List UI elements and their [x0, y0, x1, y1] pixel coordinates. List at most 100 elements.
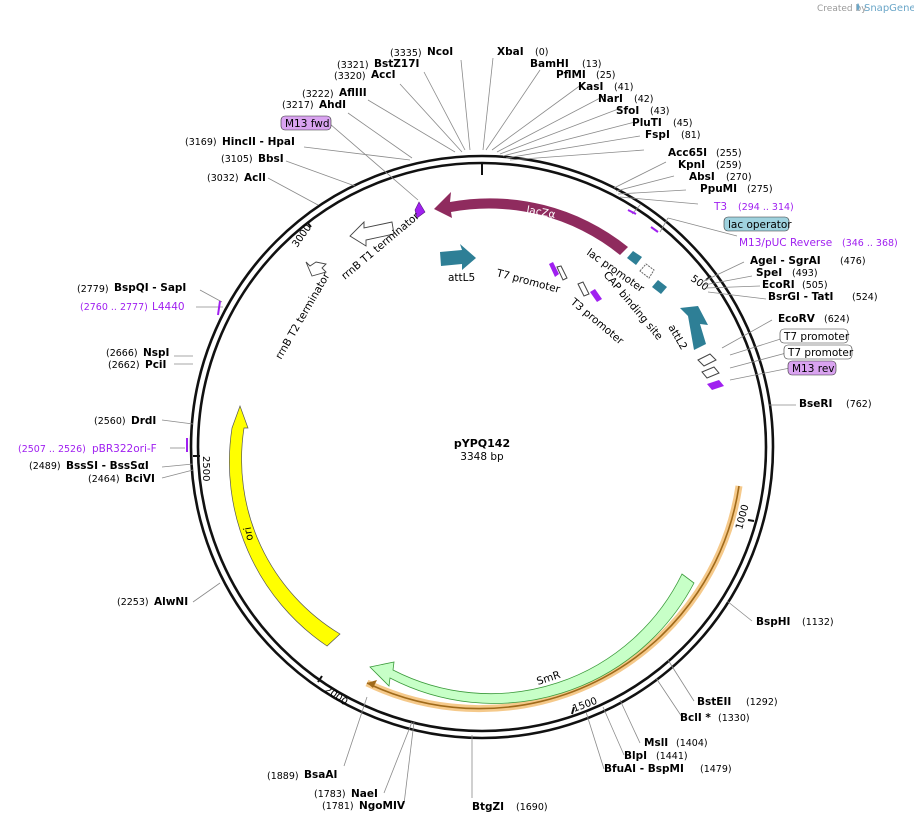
site-pos: (1690)	[516, 802, 548, 813]
site-name-pcii[interactable]: PciI	[145, 359, 166, 371]
site-pos: (41)	[614, 82, 634, 93]
brand-name[interactable]: SnapGene	[864, 3, 914, 14]
primer-name-m13-puc-reverse[interactable]: M13/pUC Reverse	[739, 237, 832, 249]
lacza-arrow[interactable]	[434, 192, 628, 255]
site-name-hincii-hpai[interactable]: HincII - HpaI	[222, 136, 295, 148]
site-name-bamhi[interactable]: BamHI	[530, 58, 569, 70]
site-name-kasi[interactable]: KasI	[578, 81, 603, 93]
site-pos: (3321)	[337, 60, 369, 71]
site-name-kpni[interactable]: KpnI	[678, 159, 705, 171]
t7-promoter-box-label-2[interactable]: T7 promoter	[787, 347, 854, 359]
site-name-ecori[interactable]: EcoRI	[762, 279, 795, 291]
site-pos: (275)	[747, 184, 773, 195]
site-pos: (3169)	[185, 137, 217, 148]
plasmid-length: 3348 bp	[460, 451, 504, 463]
tick-label-3000: 3000	[290, 223, 314, 250]
site-name-bsrgi-tati[interactable]: BsrGI - TatI	[768, 291, 833, 303]
attl5-label: attL5	[448, 272, 475, 284]
site-name-xbai[interactable]: XbaI	[497, 46, 524, 58]
site-name-drdi[interactable]: DrdI	[131, 415, 156, 427]
site-name-bsphi[interactable]: BspHI	[756, 616, 790, 628]
site-pos: (624)	[824, 314, 850, 325]
m13-fwd-marker	[414, 201, 426, 219]
site-name-bcivi[interactable]: BciVI	[125, 473, 155, 485]
site-name-acci[interactable]: AccI	[371, 69, 395, 81]
primer-name-l4440[interactable]: L4440	[152, 301, 185, 313]
site-pos: (43)	[650, 106, 670, 117]
site-name-pflmi[interactable]: PflMI	[556, 69, 586, 81]
site-name-agei-sgrai[interactable]: AgeI - SgrAI	[750, 255, 821, 267]
rrnb-t2-label: rrnB T2 terminator	[273, 270, 333, 361]
primer-range: (294 .. 314)	[738, 202, 794, 213]
site-pos: (2666)	[106, 348, 138, 359]
rrnb-t2-arrow[interactable]	[305, 261, 327, 277]
site-name-ahdi[interactable]: AhdI	[319, 99, 346, 111]
site-name-ppumi[interactable]: PpuMI	[700, 183, 737, 195]
backbone-outer-ring	[189, 154, 775, 740]
site-name-alwni[interactable]: AlwNI	[154, 596, 188, 608]
attl2-arrow[interactable]	[680, 306, 708, 350]
site-name-pluti[interactable]: PluTI	[632, 117, 662, 129]
tick-label-500: 500	[688, 273, 710, 293]
rrnb-t1-arrow[interactable]	[349, 220, 395, 247]
site-name-btgzi[interactable]: BtgZI	[472, 801, 504, 813]
site-name-nspi[interactable]: NspI	[143, 347, 169, 359]
site-name-naei[interactable]: NaeI	[351, 788, 378, 800]
primer-name-pbr322ori-f[interactable]: pBR322ori-F	[92, 443, 157, 455]
site-name-spei[interactable]: SpeI	[756, 267, 782, 279]
smr-highlight-arrowhead	[367, 680, 377, 688]
site-pos: (2779)	[77, 284, 109, 295]
t7-primer-marker	[549, 262, 559, 277]
site-pos: (1132)	[802, 617, 834, 628]
site-name-bsaai[interactable]: BsaAI	[304, 769, 337, 781]
t7-promoter-arrow	[556, 265, 568, 281]
site-pos: (1441)	[656, 751, 688, 762]
t7-promoter-arrow-3	[701, 366, 720, 379]
site-pos: (2489)	[29, 461, 61, 472]
site-name-absi[interactable]: AbsI	[689, 171, 715, 183]
site-pos: (45)	[673, 118, 693, 129]
site-pos: (3032)	[207, 173, 239, 184]
site-pos: (3222)	[302, 89, 334, 100]
site-name-sfoi[interactable]: SfoI	[616, 105, 639, 117]
m13-rev-label[interactable]: M13 rev	[792, 363, 835, 375]
attl5-arrow[interactable]	[440, 244, 476, 270]
site-pos: (25)	[596, 70, 616, 81]
primer-name-t3[interactable]: T3	[713, 201, 727, 213]
lac-promoter-block	[639, 263, 655, 279]
t3-promoter-arrow	[577, 281, 590, 297]
site-name-bstz17i[interactable]: BstZ17I	[374, 58, 419, 70]
site-pos: (1404)	[676, 738, 708, 749]
site-name-bfuai-bspmi[interactable]: BfuAI - BspMI	[604, 763, 684, 775]
site-name-nari[interactable]: NarI	[598, 93, 623, 105]
tick-label-2000: 2000	[322, 684, 349, 708]
site-name-acli[interactable]: AclI	[244, 172, 266, 184]
m13-fwd-label[interactable]: M13 fwd	[285, 118, 330, 130]
m13-rev-marker	[707, 380, 724, 390]
site-name-fspi[interactable]: FspI	[645, 129, 670, 141]
site-name-bspqi-sapi[interactable]: BspQI - SapI	[114, 282, 186, 294]
site-pos: (1330)	[718, 713, 750, 724]
t7-promoter-box-label[interactable]: T7 promoter	[783, 331, 850, 343]
restriction-sites: (3335) NcoI XbaI (0) (3321) BstZ17I BamH…	[29, 46, 878, 813]
site-name-bsteii[interactable]: BstEII	[697, 696, 731, 708]
site-name-bsssi-bsssai[interactable]: BssSI - BssSαI	[66, 460, 149, 472]
site-name-ngomiv[interactable]: NgoMIV	[359, 800, 406, 812]
site-name-blpi[interactable]: BlpI	[624, 750, 647, 762]
site-name-afliii[interactable]: AflIII	[339, 87, 367, 99]
site-name-acc65i[interactable]: Acc65I	[668, 147, 707, 159]
site-name-bbsi[interactable]: BbsI	[258, 153, 284, 165]
site-pos: (2560)	[94, 416, 126, 427]
t3-primer-marker	[590, 289, 602, 302]
site-name-msli[interactable]: MslI	[644, 737, 668, 749]
smr-arrow[interactable]	[369, 573, 695, 704]
lac-operator-label[interactable]: lac operator	[728, 219, 792, 231]
site-pos: (81)	[681, 130, 701, 141]
ori-arrow[interactable]	[229, 404, 341, 647]
site-name-bcli[interactable]: BclI *	[680, 712, 711, 724]
site-name-ecorv[interactable]: EcoRV	[778, 313, 816, 325]
credit-label: Created by	[817, 4, 867, 14]
site-pos: (505)	[802, 280, 828, 291]
site-name-ncoi[interactable]: NcoI	[427, 46, 453, 58]
site-name-bseri[interactable]: BseRI	[799, 398, 832, 410]
